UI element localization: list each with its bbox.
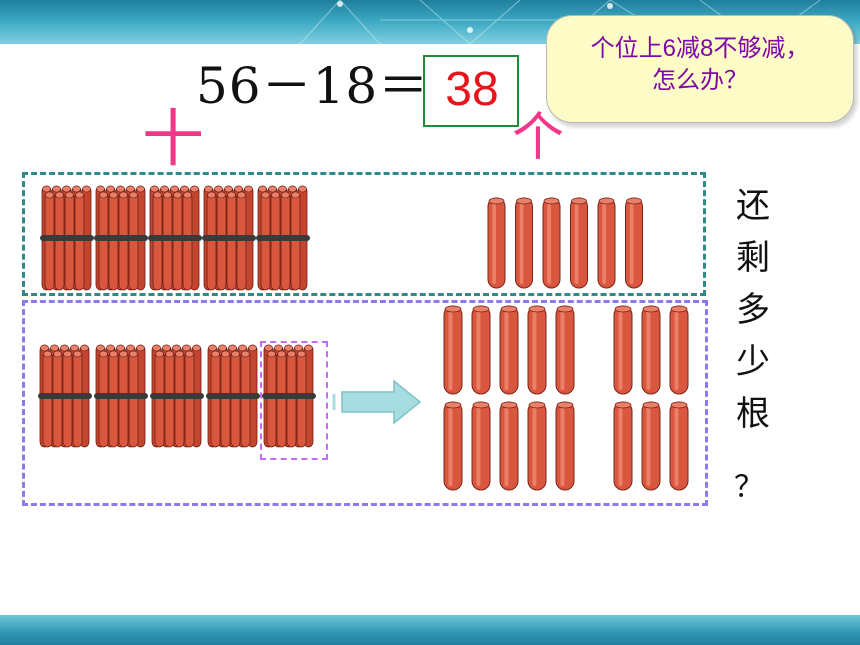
single-stick-icon (669, 401, 689, 491)
bubble-line-2: 怎么办？ (652, 67, 748, 94)
single-stick-icon (555, 401, 575, 491)
single-stick-icon (443, 401, 463, 491)
answer-box[interactable] (423, 55, 519, 127)
stick-bundle-icon (150, 344, 204, 448)
tens-place-label: 十 (142, 102, 205, 175)
stick-bundle-icon (206, 344, 260, 448)
stick-bundle-icon (148, 185, 202, 291)
stick-bundle-icon (94, 344, 148, 448)
question-vertical-text: 还 剩 多 少 根 (730, 180, 776, 440)
top-sticks-group (487, 197, 643, 289)
right-arrow-icon (332, 379, 422, 425)
bottom-bundles-group (38, 344, 316, 448)
single-stick-icon (487, 197, 506, 289)
stick-bundle-icon (94, 185, 148, 291)
single-stick-icon (570, 197, 588, 289)
single-stick-icon (527, 305, 547, 395)
stick-bundle-icon (202, 185, 256, 291)
speech-bubble (546, 15, 854, 123)
single-stick-icon (499, 305, 519, 395)
bottom-sticks-group (443, 305, 689, 491)
single-stick-icon (625, 197, 643, 289)
unbundled-bundle-frame (260, 341, 328, 460)
question-char: 多 (736, 290, 770, 330)
bottom-dashed-group (22, 300, 708, 506)
single-stick-icon (471, 401, 491, 491)
single-stick-icon (641, 305, 661, 395)
single-stick-icon (527, 401, 547, 491)
single-stick-icon (641, 401, 661, 491)
single-stick-icon (613, 401, 633, 491)
answer-value: 38 (445, 63, 499, 116)
question-mark: ？ (734, 470, 764, 505)
bubble-line-1: 个位上6减8不够减， (590, 35, 810, 62)
single-stick-icon (471, 305, 491, 395)
single-stick-icon (669, 305, 689, 395)
top-bundles-group (40, 185, 310, 291)
question-char: 根 (736, 394, 770, 434)
question-char: 剩 (736, 238, 770, 278)
question-char: 还 (736, 186, 770, 226)
ones-place-label: 个 (512, 108, 565, 168)
question-char: 少 (736, 342, 770, 382)
stick-bundle-icon (38, 344, 92, 448)
equation: 56－18＝ (196, 57, 430, 115)
single-stick-icon (499, 401, 519, 491)
stick-bundle-icon (262, 344, 316, 448)
single-stick-icon (555, 305, 575, 395)
single-stick-icon (597, 197, 616, 289)
single-stick-icon (542, 197, 561, 289)
single-stick-icon (515, 197, 533, 289)
stick-bundle-icon (40, 185, 94, 291)
single-stick-icon (613, 305, 633, 395)
top-dashed-group (22, 172, 706, 296)
bottom-banner (0, 615, 860, 645)
single-stick-icon (443, 305, 463, 395)
stick-bundle-icon (256, 185, 310, 291)
